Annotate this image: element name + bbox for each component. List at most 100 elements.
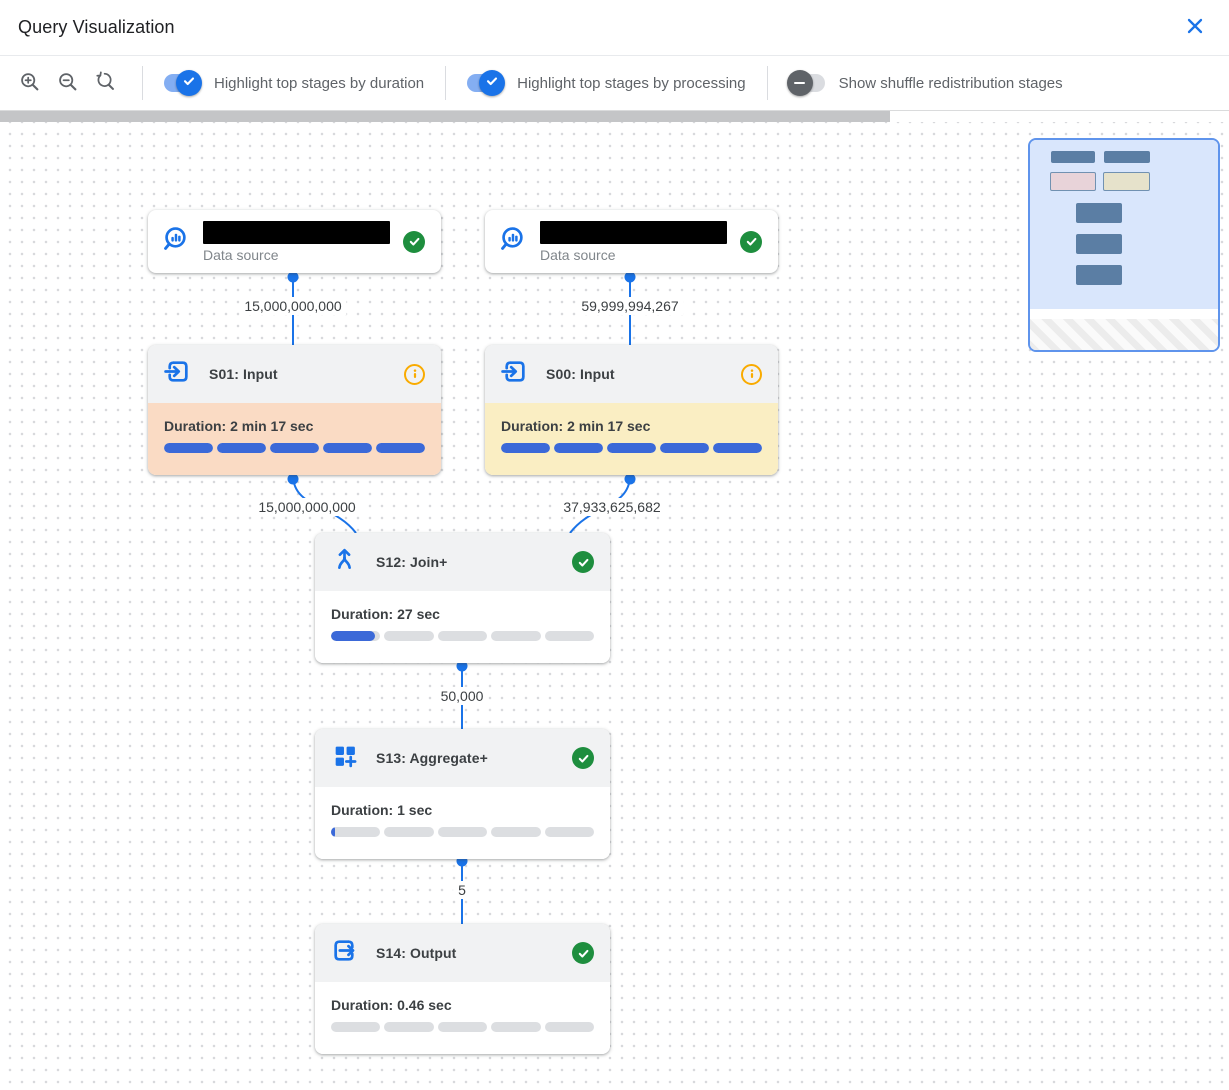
show-shuffle-toggle[interactable]: [786, 70, 825, 96]
toggle-label-shuffle: Show shuffle redistribution stages: [838, 74, 1063, 92]
stage-header: S14: Output: [315, 924, 610, 982]
aggregate-icon: [331, 742, 358, 774]
stage-duration-section: Duration: 1 sec: [315, 787, 610, 859]
horizontal-scrollbar-thumb[interactable]: [0, 111, 890, 122]
stage-node-s12[interactable]: S12: Join+ Duration: 27 sec: [315, 533, 610, 663]
minimap-node: [1050, 172, 1096, 191]
data-source-label: Data source: [540, 246, 616, 263]
edge-label-rows: 50,000: [435, 687, 489, 705]
zoom-in-button[interactable]: [18, 72, 40, 94]
edge-label-rows: 37,933,625,682: [558, 498, 666, 516]
check-icon: [485, 74, 499, 93]
data-source-text: Data source: [540, 220, 727, 263]
success-check-icon: [740, 230, 762, 253]
zoom-reset-icon: [95, 71, 116, 95]
success-check-icon: [572, 551, 594, 573]
toggle-thumb: [479, 70, 506, 96]
close-button[interactable]: [1181, 14, 1209, 42]
edge-label-rows: 15,000,000,000: [253, 498, 361, 516]
stage-title: S01: Input: [209, 366, 278, 382]
edge-label-rows: 5: [453, 881, 471, 899]
info-icon[interactable]: [404, 363, 425, 385]
toggle-thumb: [786, 70, 813, 96]
output-icon: [331, 937, 358, 969]
page-title: Query Visualization: [18, 17, 175, 37]
input-icon: [164, 358, 191, 390]
zoom-in-icon: [19, 71, 40, 95]
toggle-group-processing: Highlight top stages by processing: [446, 70, 766, 96]
data-source-icon: [498, 224, 529, 260]
data-source-node-1[interactable]: Data source: [148, 210, 441, 273]
duration-label: Duration: 1 sec: [331, 802, 433, 818]
data-source-icon: [161, 224, 192, 260]
progress-bar: [501, 443, 762, 453]
minimap-viewport: [1030, 140, 1218, 309]
stage-node-s13[interactable]: S13: Aggregate+ Duration: 1 sec: [315, 729, 610, 859]
stage-duration-section: Duration: 2 min 17 sec: [148, 403, 441, 475]
progress-bar: [331, 1022, 595, 1032]
close-icon: [1183, 14, 1207, 41]
minimap-node: [1076, 203, 1122, 223]
progress-bar: [331, 631, 595, 641]
success-check-icon: [572, 942, 594, 964]
toolbar: Highlight top stages by duration Highlig…: [0, 56, 1229, 110]
stage-header: S13: Aggregate+: [315, 729, 610, 787]
stage-header: S01: Input: [148, 345, 441, 403]
join-icon: [331, 546, 358, 578]
toggle-thumb: [176, 70, 202, 96]
success-check-icon: [572, 747, 594, 769]
horizontal-scrollbar: [0, 110, 1229, 122]
progress-bar: [331, 827, 595, 837]
zoom-out-button[interactable]: [56, 72, 78, 94]
check-icon: [182, 74, 196, 93]
toolbar-divider: [142, 66, 143, 100]
stage-node-s00[interactable]: S00: Input Duration: 2 min 17 sec: [485, 345, 778, 475]
toggle-group-shuffle: Show shuffle redistribution stages: [768, 70, 1084, 96]
minimap-node: [1076, 265, 1122, 285]
stage-duration-section: Duration: 0.46 sec: [315, 982, 610, 1054]
query-graph-canvas[interactable]: 15,000,000,000 59,999,994,267 15,000,000…: [0, 122, 1229, 1090]
stage-duration-section: Duration: 27 sec: [315, 591, 610, 663]
edge-label-rows: 59,999,994,267: [576, 297, 684, 315]
graph-minimap[interactable]: [1028, 138, 1220, 352]
stage-node-s14[interactable]: S14: Output Duration: 0.46 sec: [315, 924, 610, 1054]
success-check-icon: [403, 230, 425, 253]
input-icon: [501, 358, 528, 390]
zoom-out-icon: [57, 71, 78, 95]
minimap-node: [1051, 151, 1095, 163]
toggle-label-duration: Highlight top stages by duration: [214, 74, 425, 92]
zoom-reset-button[interactable]: [94, 71, 116, 95]
minimap-node: [1103, 172, 1150, 191]
toggle-group-duration: Highlight top stages by duration: [143, 70, 445, 96]
stage-title: S13: Aggregate+: [376, 750, 488, 766]
minimap-node: [1076, 234, 1122, 254]
minimap-node: [1104, 151, 1150, 163]
titlebar: Query Visualization: [0, 0, 1229, 56]
duration-label: Duration: 2 min 17 sec: [164, 418, 314, 434]
minus-icon: [794, 81, 806, 85]
zoom-controls: [18, 71, 142, 95]
highlight-processing-toggle[interactable]: [467, 70, 506, 96]
redacted-table-name: [540, 220, 727, 244]
stage-title: S00: Input: [546, 366, 615, 382]
info-icon[interactable]: [741, 363, 762, 385]
data-source-text: Data source: [203, 220, 390, 263]
data-source-label: Data source: [203, 246, 279, 263]
toolbar-divider: [766, 66, 768, 100]
stage-duration-section: Duration: 2 min 17 sec: [485, 403, 778, 475]
progress-bar: [164, 443, 425, 453]
duration-label: Duration: 0.46 sec: [331, 997, 452, 1013]
data-source-node-2[interactable]: Data source: [485, 210, 778, 273]
redacted-table-name: [203, 220, 390, 244]
stage-node-s01[interactable]: S01: Input Duration: 2 min 17 sec: [148, 345, 441, 475]
stage-title: S14: Output: [376, 945, 457, 961]
highlight-duration-toggle[interactable]: [164, 70, 202, 96]
stage-header: S00: Input: [485, 345, 778, 403]
stage-title: S12: Join+: [376, 554, 448, 570]
duration-label: Duration: 27 sec: [331, 606, 440, 622]
stage-header: S12: Join+: [315, 533, 610, 591]
minimap-out-of-bounds: [1030, 319, 1218, 350]
toolbar-divider: [445, 66, 447, 100]
toggle-label-processing: Highlight top stages by processing: [517, 74, 746, 92]
